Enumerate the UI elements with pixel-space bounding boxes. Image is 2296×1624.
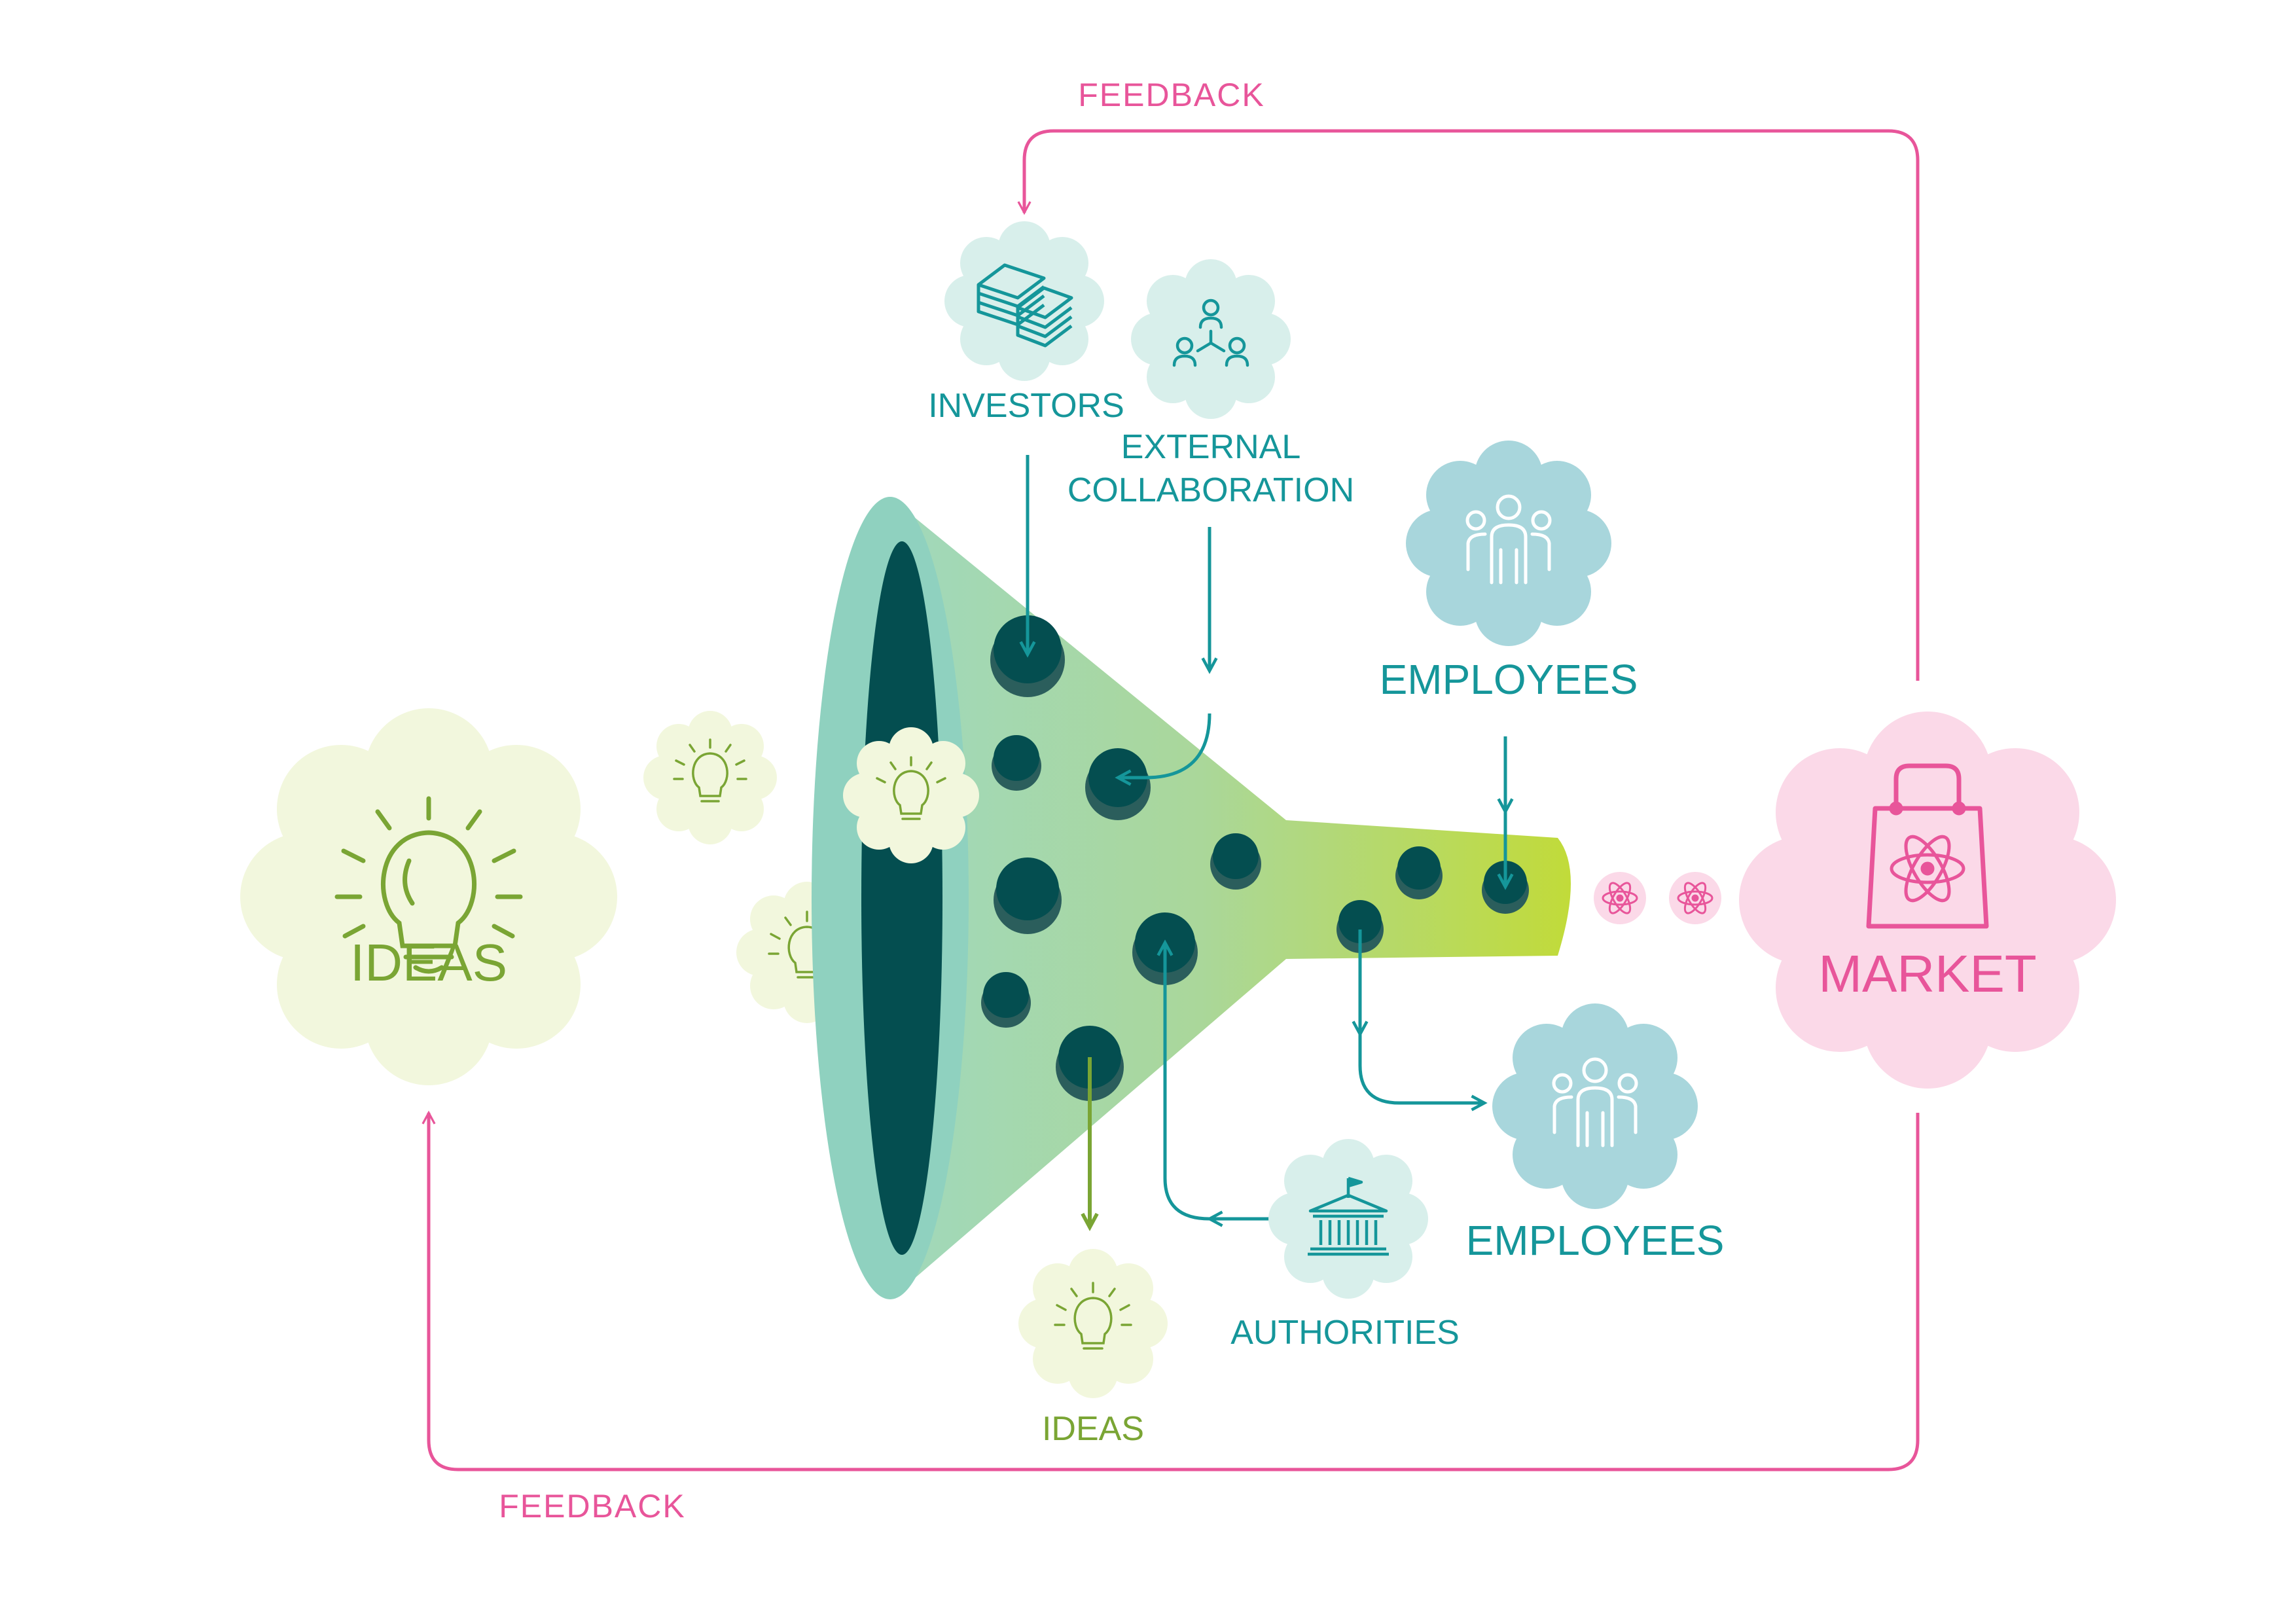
group-people-icon (1552, 1057, 1638, 1147)
funnel-dot (992, 735, 1041, 791)
funnel-dots (981, 615, 1529, 1101)
feedback-top-label: FEEDBACK (1078, 77, 1265, 113)
feedback-loop-bottom (422, 1110, 1920, 1471)
ideas-main-node: IDEAS (240, 708, 617, 1085)
employees-top-label: EMPLOYEES (1380, 656, 1638, 703)
atom-icon (1602, 882, 1638, 914)
funnel-dot (1395, 846, 1443, 899)
market-node: MARKET (1739, 712, 2116, 1089)
government-building-icon (1308, 1176, 1389, 1256)
lightbulb-icon (673, 738, 747, 803)
lightbulb-icon (1054, 1282, 1132, 1350)
funnel-body (890, 497, 1571, 1299)
employees-bottom-arrow-turn (1358, 1034, 1488, 1111)
funnel-mouth (861, 541, 942, 1255)
money-stack-icon (977, 263, 1073, 348)
external-collaboration-node (1131, 259, 1291, 419)
feedback-loop-top (1017, 129, 1920, 681)
ideas-bottom-label: IDEAS (1042, 1410, 1144, 1448)
market-label: MARKET (1818, 945, 2036, 1003)
authorities-arrow (1157, 939, 1273, 1221)
funnel-dot (981, 972, 1031, 1028)
investors-node (944, 221, 1104, 381)
employees-bottom-label: EMPLOYEES (1466, 1217, 1725, 1264)
ideas-main-label: IDEAS (350, 933, 507, 992)
ideas-bottom-node (1018, 1249, 1168, 1398)
atom-icon (1890, 835, 1965, 903)
lightbulb-icon (876, 756, 946, 820)
innovation-funnel (812, 497, 1571, 1299)
shopping-bag-atom-icon (1866, 763, 1989, 929)
group-people-icon (1465, 494, 1552, 585)
network-people-icon (1172, 298, 1249, 367)
feedback-bottom-label: FEEDBACK (499, 1488, 686, 1525)
funnel-dot (1210, 833, 1261, 890)
authorities-node (1268, 1139, 1428, 1299)
employees-top-node (1406, 441, 1611, 646)
lightbulb-icon (334, 796, 523, 974)
product-atom (1594, 872, 1646, 924)
external-label-line1: EXTERNAL (1121, 428, 1301, 466)
product-atom (1669, 872, 1721, 924)
external-label-line2: COLLABORATION (1067, 471, 1354, 509)
investors-label: INVESTORS (928, 387, 1124, 425)
authorities-label: AUTHORITIES (1230, 1314, 1460, 1352)
external-arrow-turn (1115, 713, 1211, 786)
funnel-dot (994, 857, 1062, 934)
atom-icon (1677, 882, 1713, 914)
employees-bottom-node (1492, 1003, 1698, 1209)
idea-small-entering (843, 727, 979, 863)
idea-small-1 (643, 711, 777, 844)
